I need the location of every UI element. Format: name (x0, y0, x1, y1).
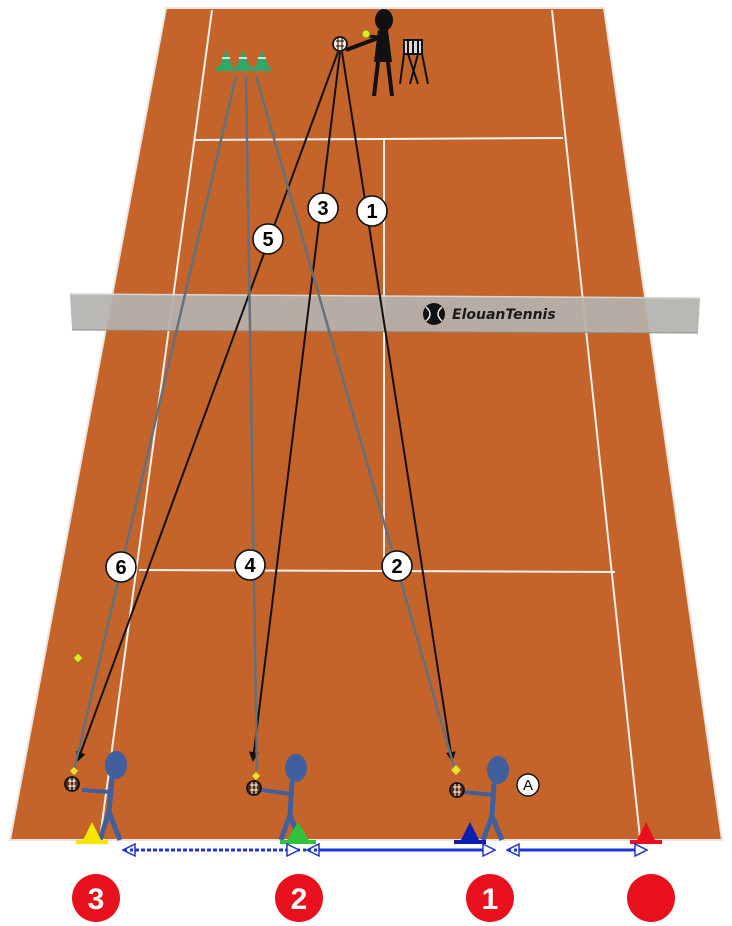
shot-label-1: 1 (357, 196, 387, 226)
station-badge-1: 1 (466, 874, 514, 922)
shot-label-5: 5 (253, 224, 283, 254)
shot-label-6: 6 (106, 552, 136, 582)
svg-text:1: 1 (366, 201, 377, 223)
racket-icon (333, 37, 347, 51)
svg-text:1: 1 (482, 883, 499, 916)
shot-label-2: 2 (382, 551, 412, 581)
station-badge-2: 2 (275, 874, 323, 922)
shot-label-3: 3 (308, 193, 338, 223)
svg-text:6: 6 (115, 557, 126, 579)
player-tag: A (523, 777, 533, 794)
station-badge-4 (627, 874, 675, 922)
tennis-ball-logo-icon (423, 303, 445, 325)
brand-name: ElouanTennis (452, 307, 556, 323)
svg-text:2: 2 (391, 556, 402, 578)
racket-icon (247, 781, 261, 795)
station-badge-3: 3 (72, 874, 120, 922)
racket-icon (65, 777, 79, 791)
tennis-ball-icon (362, 30, 370, 38)
shot-label-4: 4 (235, 550, 265, 580)
svg-text:4: 4 (244, 555, 256, 577)
svg-text:3: 3 (88, 883, 105, 916)
svg-text:3: 3 (317, 198, 328, 220)
svg-text:2: 2 (291, 883, 308, 916)
svg-text:5: 5 (262, 229, 273, 251)
racket-icon (450, 783, 464, 797)
